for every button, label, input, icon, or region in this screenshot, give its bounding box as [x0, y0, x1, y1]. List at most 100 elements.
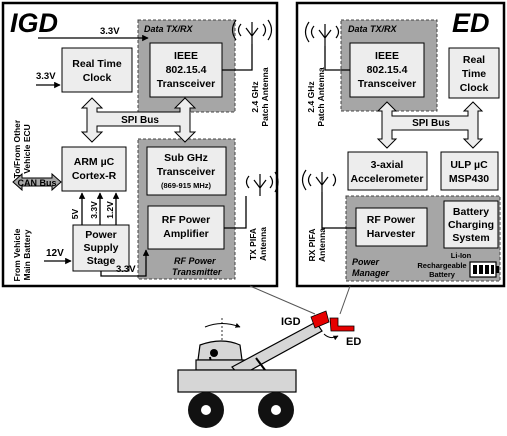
igd-rtc-line1: Real Time — [72, 58, 122, 70]
ed-ieee-block — [349, 42, 425, 98]
igd-rfamp-line1: RF Power — [162, 214, 210, 226]
igd-battery-label-1: From Vehicle — [12, 228, 22, 281]
igd-12v-side-label: 1.2V — [105, 201, 115, 219]
ed-harvester-line2: Harvester — [367, 228, 415, 240]
vehicle-ed-tag: ED — [346, 336, 361, 348]
igd-pifa-label-1: TX PIFA — [248, 228, 258, 260]
igd-pifa-feed — [224, 196, 247, 229]
ed-charging-line2: Charging — [448, 219, 494, 231]
ed-harvester-block — [355, 207, 428, 247]
igd-subghz-line2: Transceiver — [157, 166, 215, 178]
igd-ieee-block — [149, 42, 223, 98]
battery-icon — [469, 261, 499, 278]
ed-callout-line — [339, 285, 351, 315]
igd-patch-label-1: 2.4 GHz — [250, 81, 260, 112]
vehicle-boom — [231, 321, 323, 377]
igd-rfamp-block — [147, 205, 225, 250]
ed-charging-line1: Battery — [453, 206, 489, 218]
igd-rtc-block — [61, 47, 133, 93]
ed-accel-line1: 3-axial — [371, 159, 404, 171]
igd-rf-group-label-1: RF Power — [174, 256, 216, 266]
ed-spi-bus — [376, 101, 484, 149]
ed-rtc-line1: Real — [463, 54, 485, 66]
rotation-arrow-icon — [204, 323, 241, 328]
igd-33v-top-label: 3.3V — [100, 26, 120, 37]
ed-spi-label: SPI Bus — [412, 118, 450, 129]
igd-33v-bottom-label: 3.3V — [116, 264, 136, 275]
igd-title: IGD — [10, 8, 58, 38]
ed-device — [329, 317, 355, 332]
igd-33v-side-label: 3.3V — [89, 201, 99, 219]
antenna-icon — [304, 21, 340, 46]
ed-panel: ED Data TX/RX IEEE 802.15.4 Transceiver … — [295, 1, 506, 288]
ed-accel-line2: Accelerometer — [351, 173, 424, 185]
igd-ieee-line2: 802.15.4 — [166, 64, 207, 76]
igd-5v-label: 5V — [70, 208, 80, 219]
vehicle-cab — [197, 340, 243, 361]
ed-ulp-line2: MSP430 — [449, 173, 489, 185]
vehicle-body — [177, 369, 297, 393]
ed-battery-line2: Rechargeable — [417, 261, 466, 270]
ed-rtc-block — [448, 47, 500, 99]
igd-data-group-label: Data TX/RX — [144, 24, 194, 34]
igd-subghz-line3: (869-915 MHz) — [161, 181, 212, 190]
igd-ieee-line3: Transceiver — [157, 78, 215, 90]
igd-arm-line1: ARM µC — [74, 156, 115, 168]
ed-pm-label-2: Manager — [352, 268, 390, 278]
ed-pm-label-1: Power — [352, 257, 380, 267]
ed-rtc-line2: Time — [462, 68, 486, 80]
igd-callout-line — [249, 285, 316, 315]
igd-arm-line2: Cortex-R — [72, 170, 117, 182]
igd-12v-label: 12V — [46, 248, 64, 259]
antenna-icon — [301, 169, 337, 192]
ed-rx-feed — [321, 192, 356, 229]
igd-ecu-label-1: To/From Other — [12, 119, 22, 178]
ed-harvester-line1: RF Power — [367, 214, 415, 226]
ed-ulp-line1: ULP µC — [450, 159, 488, 171]
ed-patch-label-2: Patch Antenna — [316, 67, 326, 126]
igd-subghz-line1: Sub GHz — [164, 152, 208, 164]
ed-patch-feed — [324, 46, 350, 71]
igd-ieee-line1: IEEE — [174, 50, 198, 62]
igd-device — [310, 310, 330, 329]
igd-pifa-label-2: Antenna — [258, 227, 268, 261]
igd-patch-feed — [222, 44, 253, 71]
igd-ecu-label-2: Vehicle ECU — [22, 124, 32, 174]
ed-title: ED — [452, 8, 490, 38]
igd-spi-bus — [80, 97, 197, 143]
wheel-icon — [188, 392, 224, 428]
igd-arm-block — [61, 146, 127, 192]
igd-can-arrow — [12, 172, 62, 192]
ed-charging-line3: System — [452, 232, 489, 244]
wheel-icon — [258, 392, 294, 428]
igd-psu-line1: Power — [85, 229, 117, 241]
igd-33v-bottom-line — [100, 249, 150, 277]
igd-subghz-block — [146, 146, 227, 196]
ed-battery-line1: Li-Ion — [451, 251, 472, 260]
vehicle-illustration: IGD ED — [177, 310, 361, 428]
operator-icon — [210, 349, 218, 357]
igd-psu-line3: Stage — [87, 255, 116, 267]
igd-can-label: CAN Bus — [17, 178, 56, 188]
igd-battery-label-2: Main Battery — [22, 229, 32, 280]
ed-ulp-block — [440, 151, 499, 191]
antenna-icon — [231, 19, 273, 44]
ed-rtc-line3: Clock — [460, 82, 489, 94]
ed-rx-label-1: RX PIFA — [307, 228, 317, 261]
ed-ieee-line3: Transceiver — [358, 78, 416, 90]
igd-panel: IGD Data TX/RX RF Power Transmitter Real… — [1, 1, 279, 288]
ed-ieee-line1: IEEE — [375, 50, 399, 62]
igd-psu-line2: Supply — [83, 242, 118, 254]
igd-patch-label-2: Patch Antenna — [260, 67, 270, 126]
igd-33v-rtc-label: 3.3V — [36, 71, 56, 82]
igd-spi-label: SPI Bus — [121, 115, 159, 126]
vehicle-igd-tag: IGD — [281, 316, 301, 328]
ed-data-group-label: Data TX/RX — [348, 24, 398, 34]
igd-rf-group-label-2: Transmitter — [172, 267, 222, 277]
ed-rx-label-2: Antenna — [317, 228, 327, 262]
ed-charging-block — [443, 200, 499, 249]
ed-patch-label-1: 2.4 GHz — [306, 81, 316, 112]
ed-accel-block — [347, 151, 428, 191]
ed-battery-line3: Battery — [429, 270, 456, 279]
